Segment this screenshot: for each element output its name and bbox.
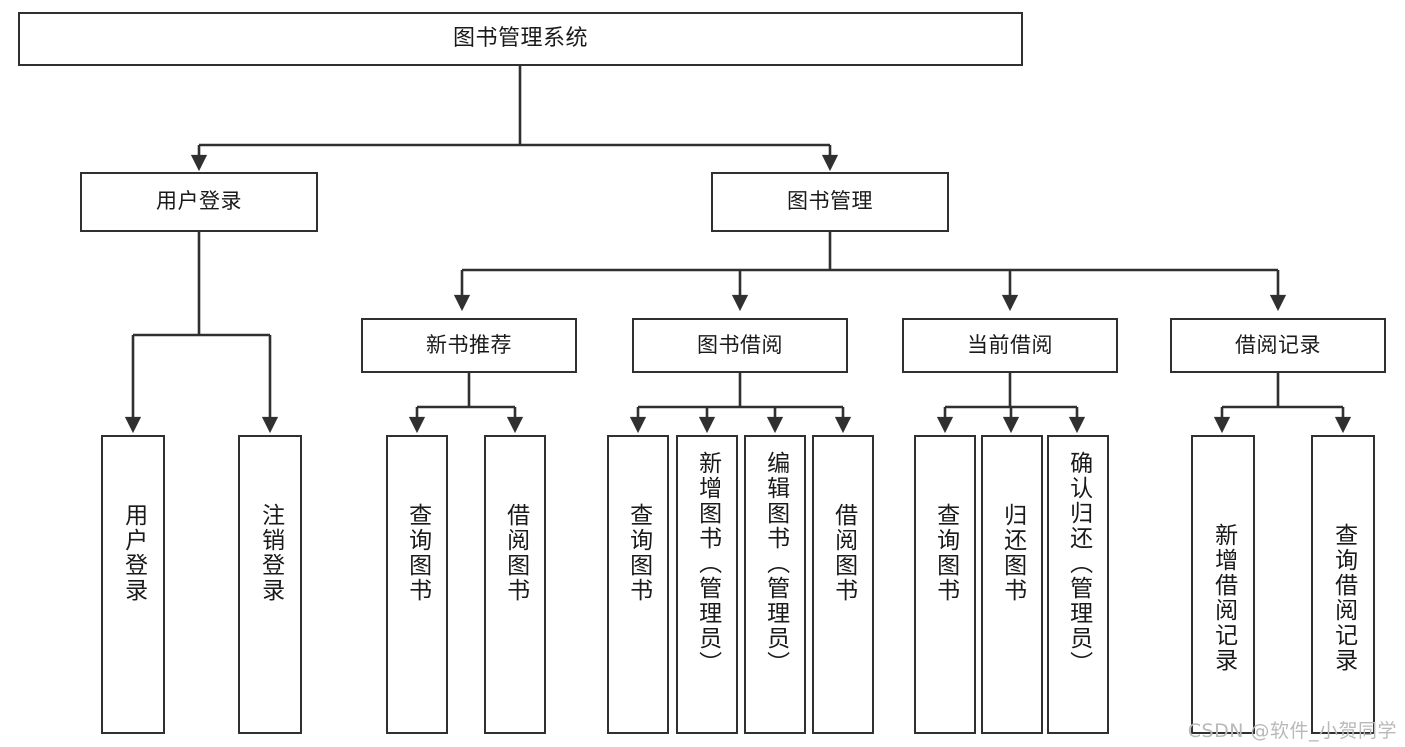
node-leaf-logout-label: 注销登录	[257, 503, 284, 603]
node-leaf-edit-book[interactable]: 编辑图书（管理员）	[744, 435, 806, 734]
node-leaf-query-book-1-label: 查询图书	[404, 503, 431, 603]
node-leaf-return-book-label: 归还图书	[999, 503, 1026, 603]
node-leaf-add-record[interactable]: 新增借阅记录	[1191, 435, 1255, 734]
node-leaf-confirm-return[interactable]: 确认归还（管理员）	[1047, 435, 1109, 734]
node-user-login-label: 用户登录	[156, 189, 242, 214]
node-leaf-query-record-label: 查询借阅记录	[1330, 523, 1357, 673]
node-leaf-add-book[interactable]: 新增图书（管理员）	[676, 435, 738, 734]
node-borrow-record-label: 借阅记录	[1235, 332, 1321, 357]
node-leaf-edit-book-label: 编辑图书（管理员）	[762, 451, 789, 676]
node-leaf-borrow-book-2-label: 借阅图书	[830, 503, 857, 603]
node-leaf-query-book-3[interactable]: 查询图书	[914, 435, 976, 734]
node-new-book-recommend[interactable]: 新书推荐	[361, 318, 577, 373]
node-root[interactable]: 图书管理系统	[18, 12, 1023, 66]
node-book-management-label: 图书管理	[787, 189, 873, 214]
node-leaf-query-record[interactable]: 查询借阅记录	[1311, 435, 1375, 734]
node-current-borrow-label: 当前借阅	[967, 332, 1053, 357]
node-leaf-user-login-label: 用户登录	[120, 503, 147, 603]
node-leaf-borrow-book-1-label: 借阅图书	[502, 503, 529, 603]
node-leaf-query-book-3-label: 查询图书	[932, 503, 959, 603]
node-leaf-confirm-return-label: 确认归还（管理员）	[1065, 451, 1092, 676]
node-leaf-add-book-label: 新增图书（管理员）	[694, 451, 721, 676]
node-book-management[interactable]: 图书管理	[711, 172, 949, 232]
node-borrow-record[interactable]: 借阅记录	[1170, 318, 1386, 373]
node-book-borrow[interactable]: 图书借阅	[632, 318, 848, 373]
node-root-label: 图书管理系统	[452, 25, 588, 51]
watermark-text: CSDN @软件_小贺同学	[1187, 720, 1397, 742]
node-new-book-recommend-label: 新书推荐	[426, 332, 512, 357]
node-user-login[interactable]: 用户登录	[80, 172, 318, 232]
node-leaf-borrow-book-2[interactable]: 借阅图书	[812, 435, 874, 734]
node-leaf-user-login[interactable]: 用户登录	[101, 435, 165, 734]
node-leaf-query-book-2-label: 查询图书	[625, 503, 652, 603]
node-book-borrow-label: 图书借阅	[697, 332, 783, 357]
node-leaf-query-book-1[interactable]: 查询图书	[386, 435, 448, 734]
node-leaf-borrow-book-1[interactable]: 借阅图书	[484, 435, 546, 734]
node-leaf-add-record-label: 新增借阅记录	[1210, 523, 1237, 673]
node-leaf-return-book[interactable]: 归还图书	[981, 435, 1043, 734]
node-leaf-query-book-2[interactable]: 查询图书	[607, 435, 669, 734]
node-current-borrow[interactable]: 当前借阅	[902, 318, 1118, 373]
node-leaf-logout[interactable]: 注销登录	[238, 435, 302, 734]
